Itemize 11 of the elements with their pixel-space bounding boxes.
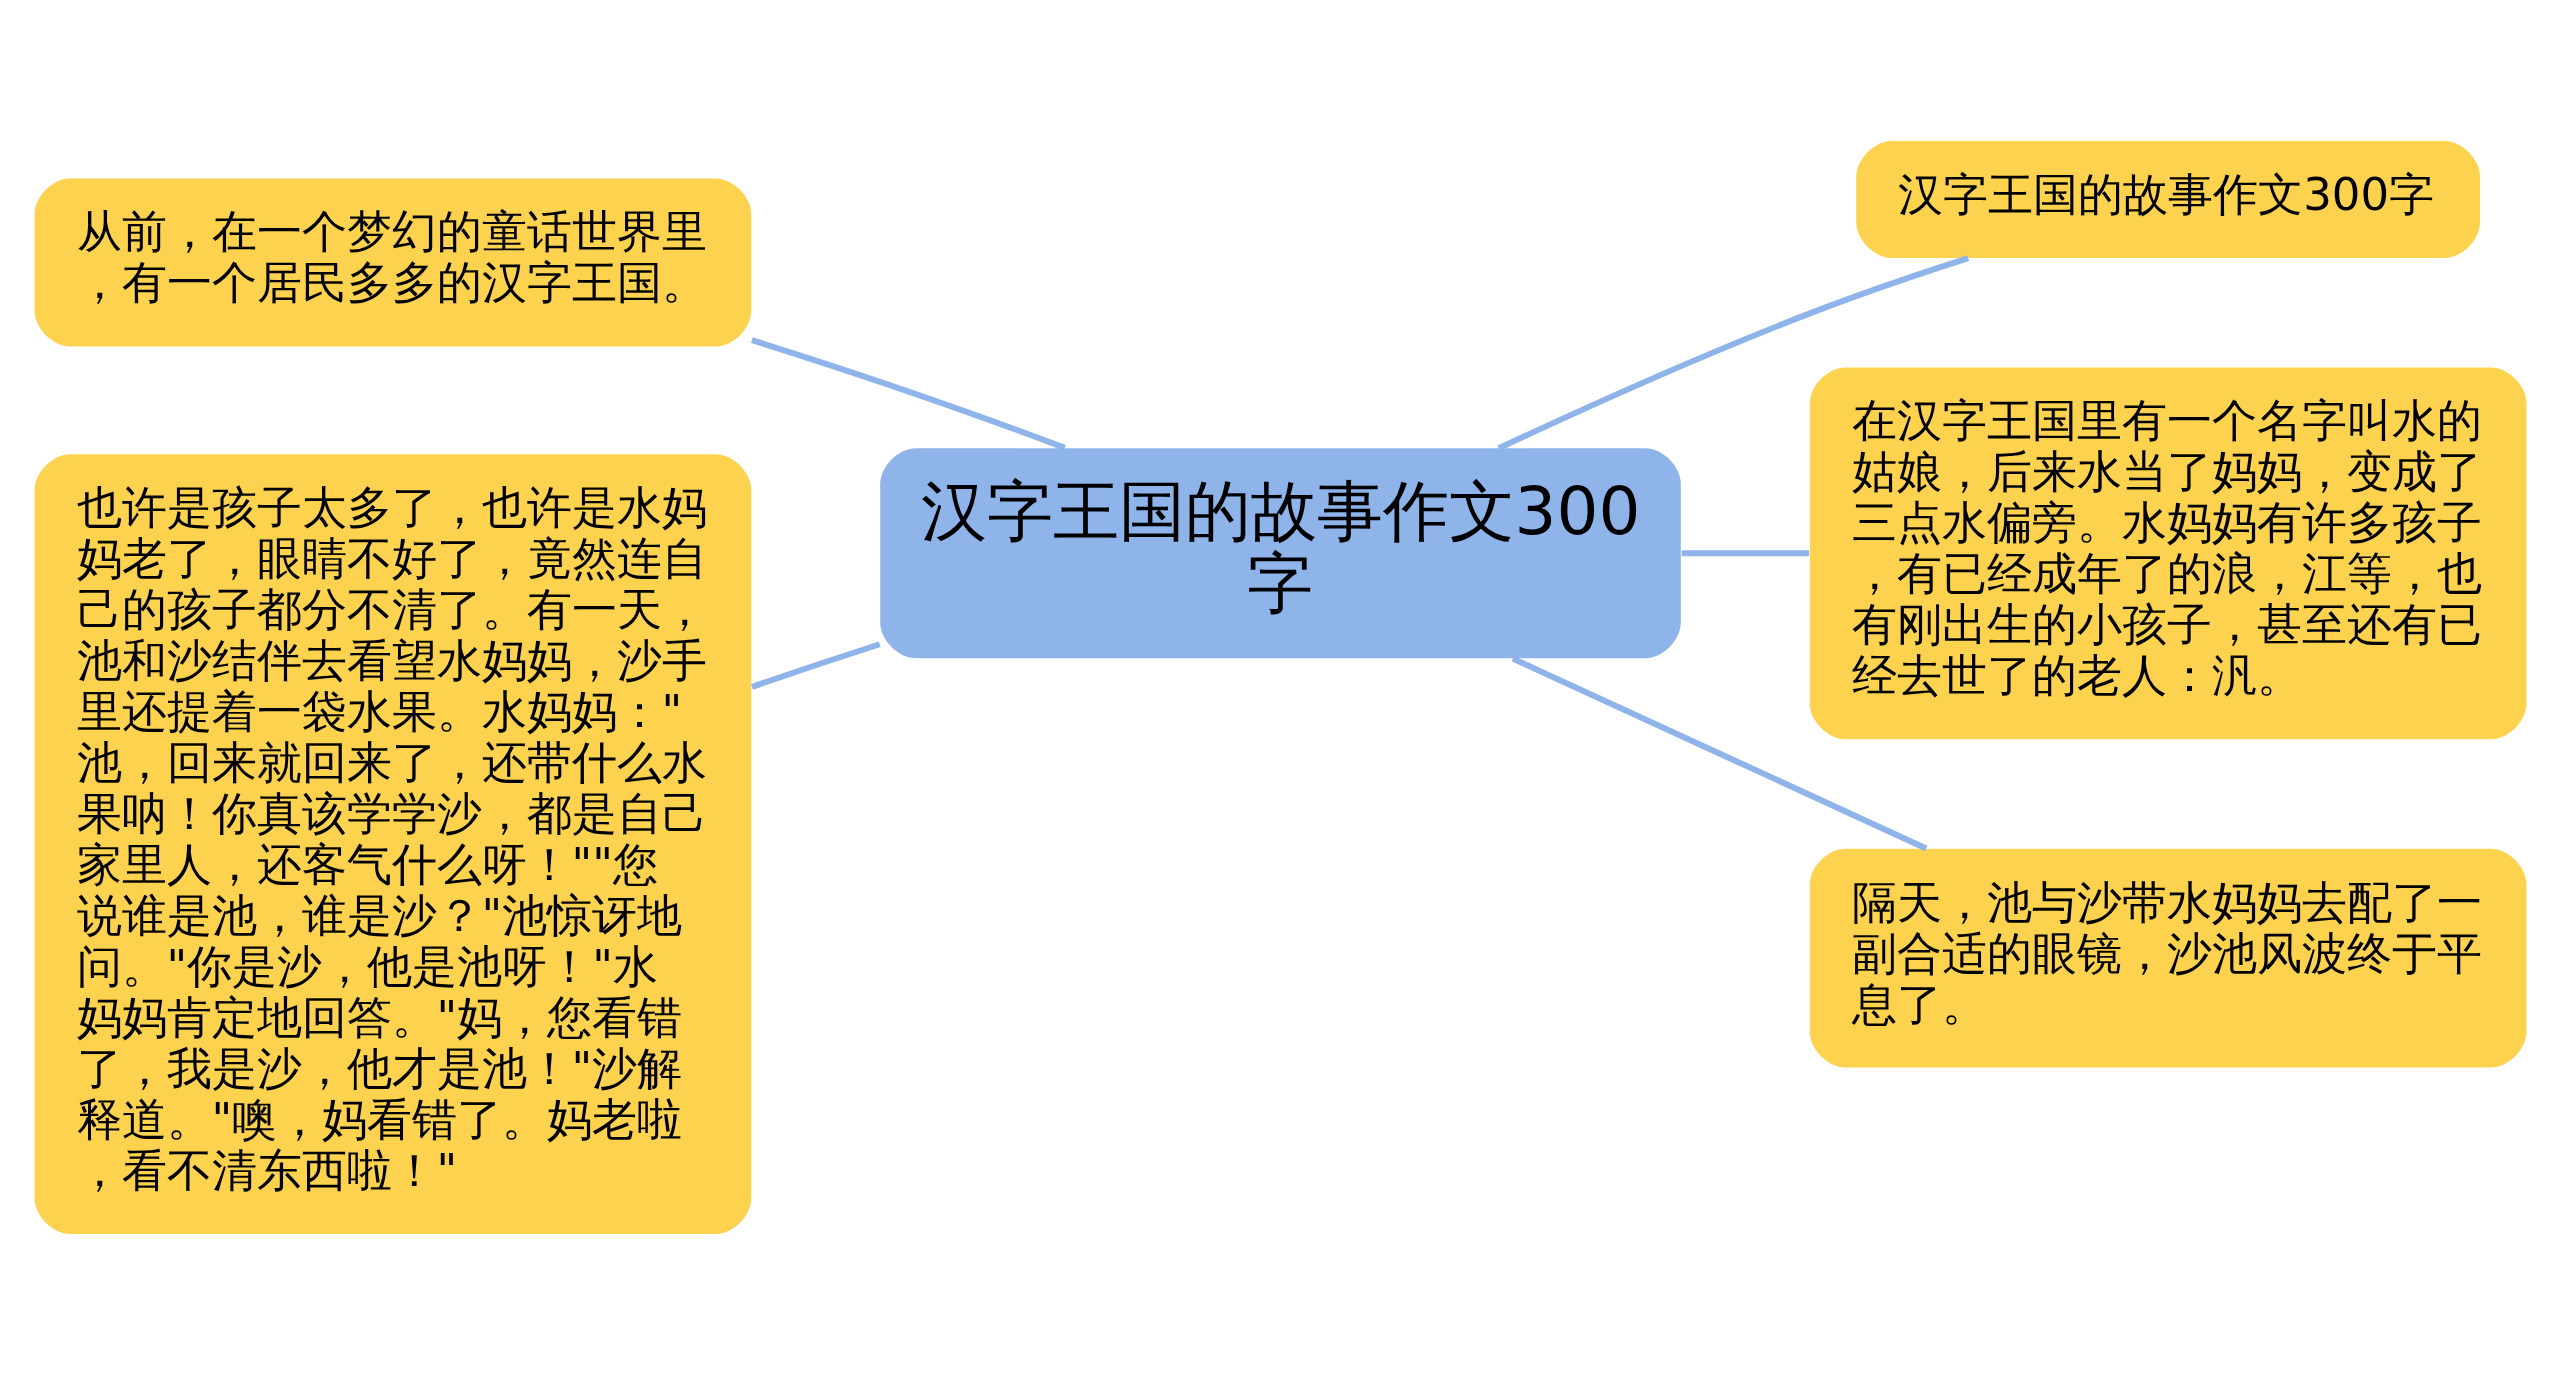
- connector: [1681, 550, 1809, 557]
- node-box: 隔天，池与沙带水妈妈去配了一副合适的眼镜，沙池风波终于平息了。: [1809, 848, 2526, 1068]
- connector: [750, 337, 1066, 451]
- node-box: 也许是孩子太多了，也许是水妈妈老了，眼睛不好了，竟然连自己的孩子都分不清了。有一天，池和沙结伴去看望水妈妈，沙手里还提着一袋水果。水妈妈："池，回来就回来了，还带什么水果呐！你真该学学沙，都是自己家里人，还客气什么呀！""您说谁是池，谁是沙？"池惊讶地问。"你是沙，他是池呀！"水妈妈肯定地回答。"妈，您看错了，我是沙，他才是池！"沙解释道。"噢，妈看错了。妈老啦，看不清东西啦！": [34, 454, 751, 1234]
- connector: [1511, 655, 1927, 852]
- connector: [750, 641, 881, 690]
- node-box: 汉字王国的故事作文300字: [879, 448, 1681, 659]
- node-box: 从前，在一个梦幻的童话世界里，有一个居民多多的汉字王国。: [34, 178, 751, 347]
- node-box: 汉字王国的故事作文300字: [1855, 141, 2480, 258]
- node-box: 在汉字王国里有一个名字叫水的姑娘，后来水当了妈妈，变成了三点水偏旁。水妈妈有许多孩子，有已经成年了的浪，江等，也有刚出生的小孩子，甚至还有已经去世了的老人：汎。: [1809, 367, 2526, 740]
- connector: [1496, 255, 1969, 451]
